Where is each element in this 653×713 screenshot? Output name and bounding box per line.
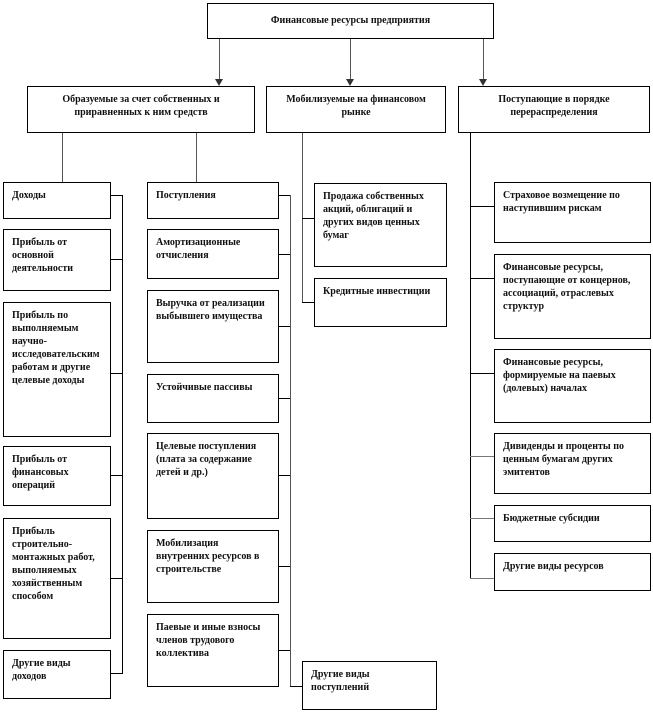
box-income: Прибыль от основной деятельности (3, 229, 111, 291)
category-own-funds: Образуемые за счет собственных и приравн… (27, 86, 255, 133)
connector (470, 132, 471, 579)
box-income: Прибыль по выполняемым научно-исследоват… (3, 302, 111, 437)
arrow-icon (215, 79, 223, 86)
box-redistribution: Финансовые ресурсы, формируемые на паевы… (494, 349, 651, 423)
connector (196, 132, 197, 182)
connector (62, 132, 63, 182)
box-receipts: Устойчивые пассивы (147, 374, 279, 423)
connector (290, 195, 291, 686)
connector (219, 38, 220, 80)
box-receipts: Мобилизация внутренних ресурсов в строит… (147, 530, 279, 603)
box-receipts: Выручка от реализации выбывшего имуществ… (147, 290, 279, 363)
connector (122, 195, 123, 674)
category-redistribution: Поступающие в порядке перераспределения (458, 86, 650, 133)
box-redistribution: Бюджетные субсидии (494, 505, 651, 542)
box-income: Доходы (3, 182, 111, 219)
box-income: Прибыль строительно-монтажных работ, вып… (3, 518, 111, 639)
box-receipts: Другие виды поступлений (302, 661, 437, 710)
connector (302, 132, 303, 302)
box-receipts: Амортизационные отчисления (147, 229, 279, 279)
box-receipts: Целевые поступления (плата за содержание… (147, 433, 279, 519)
box-redistribution: Другие виды ресурсов (494, 553, 651, 591)
box-market: Продажа собственных акций, облигаций и д… (314, 183, 447, 267)
connector (483, 38, 484, 80)
box-market: Кредитные инвестиции (314, 278, 447, 327)
arrow-icon (346, 79, 354, 86)
box-redistribution: Финансовые ресурсы, поступающие от конце… (494, 254, 651, 339)
root-box: Финансовые ресурсы предприятия (207, 3, 494, 39)
box-receipts: Поступления (147, 182, 279, 219)
box-income: Прибыль от финансовых операций (3, 446, 111, 506)
box-income: Другие виды доходов (3, 650, 111, 699)
arrow-icon (479, 79, 487, 86)
category-financial-market: Мобилизуемые на финансовом рынке (266, 86, 446, 133)
box-receipts: Паевые и иные взносы членов трудового ко… (147, 614, 279, 687)
box-redistribution: Дивиденды и проценты по ценным бумагам д… (494, 433, 651, 494)
box-redistribution: Страховое возмещение по наступившим риск… (494, 182, 651, 243)
connector (350, 38, 351, 80)
